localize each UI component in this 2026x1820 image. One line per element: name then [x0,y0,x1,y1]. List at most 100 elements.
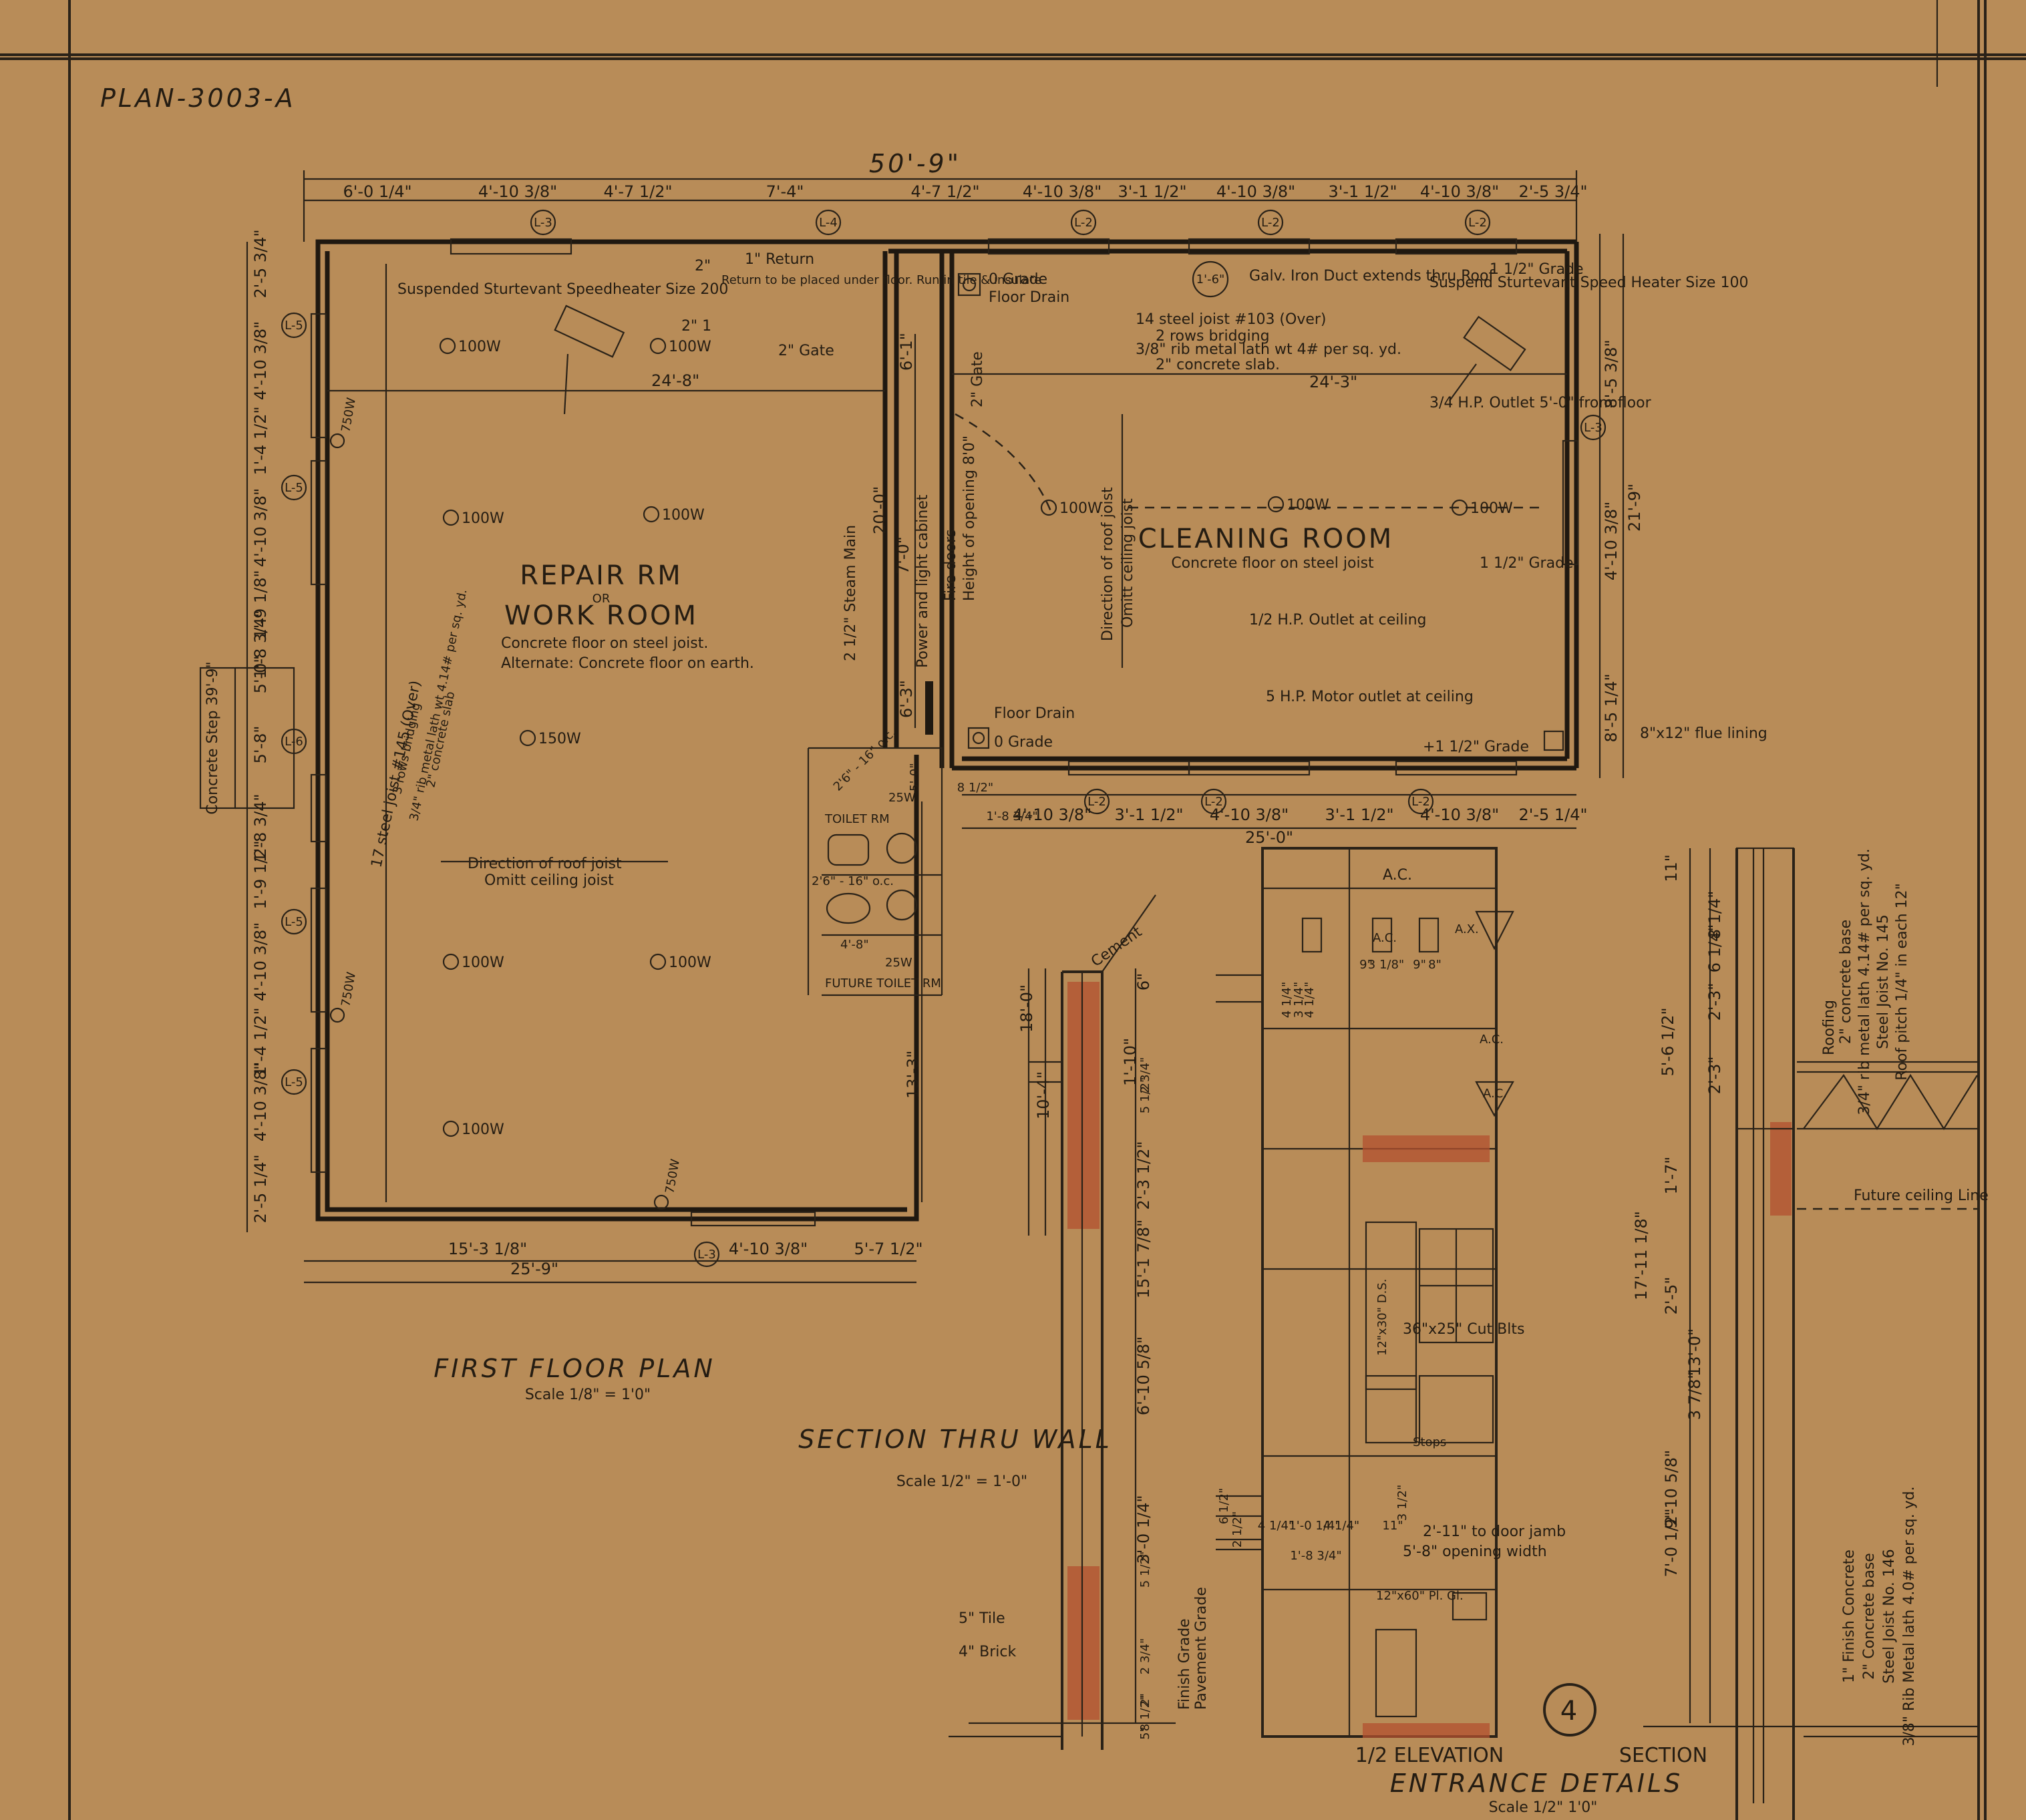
sill-dim: 6 1/2" [1217,1488,1231,1524]
cleaning-floor-drain: Floor Drain [989,289,1069,306]
svg-text:100W: 100W [462,954,504,971]
section-dim: 15'-1 7/8" [1134,1220,1153,1298]
floor-note: 3/8" Rib Metal lath 4.0# per sq. yd. [1901,1486,1918,1746]
window-tag: L-5 [281,474,307,501]
outlet-1-2hp: 1/2 H.P. Outlet at ceiling [1249,612,1427,628]
svg-text:100W: 100W [1470,500,1513,517]
floor-note: Steel Joist No. 146 [1881,1549,1898,1683]
left-dim: 4'-10 3/8" [251,321,270,400]
ceiling-light-icon: 100W [442,1120,504,1138]
ceiling-light-icon: 100W [439,337,501,355]
steam-main: 2 1/2" Steam Main [842,525,859,661]
svg-text:L-5: L-5 [285,319,303,333]
section-dim: 5 1/2" [1138,1077,1152,1113]
svg-text:750W: 750W [663,1158,683,1195]
bottom-dim: 4'-10 3/8" [729,1240,808,1258]
elevation-drawing [1216,847,1514,1738]
svg-text:L-3: L-3 [697,1248,716,1262]
left-dim: 1'-8 3/4" [251,610,270,679]
repair-room-or: OR [593,592,611,606]
wall-light-icon: 750W [653,1158,683,1210]
section-wall-left-dims: 18'-0"10'-4" [1017,984,1053,1119]
sill-dim: 2 1/2" [1230,1511,1244,1548]
cleaning-overall-dim: 25'-0" [1245,828,1293,847]
svg-text:1'-6": 1'-6" [1196,272,1225,287]
toilet-fixtures [826,832,918,924]
floor-plan-walls [199,238,1579,1227]
svg-text:L-5: L-5 [285,915,303,929]
cleaning-grade-right: 1 1/2" Grade [1480,555,1574,572]
repair-room-note1: Concrete floor on steel joist. [501,635,708,652]
motor-outlet: 5 H.P. Motor outlet at ceiling [1266,689,1474,705]
floor-note: 2" Concrete base [1861,1553,1878,1680]
repair-2in-note: 2" 1 [681,318,711,335]
sill-dim: 4 1/4" [1258,1519,1294,1533]
cleaning-dim: 4'-10 3/8" [1420,805,1499,824]
window-tag-bottom: L-3 [693,1241,720,1268]
window-tag: L-4 [815,209,842,236]
cleaning-dim: 3'-1 1/2" [1114,805,1183,824]
section-dim: 8 1/4" [1705,891,1724,940]
svg-text:L-5: L-5 [285,1075,303,1089]
svg-text:150W: 150W [538,731,581,747]
section-dim: 9'-10 5/8" [1662,1450,1681,1529]
floor-drain-icon [967,727,990,749]
sill-dim: 1'-0 1/4" [1289,1519,1340,1533]
elevation-ac-2: A.C. [1480,1033,1504,1047]
cleaning-grade-bottom: +1 1/2" Grade [1423,739,1529,755]
repair-gate: 2" Gate [778,343,834,359]
elevation-dim: 9" [1359,958,1373,972]
top-dim: 4'-10 3/8" [1420,182,1499,201]
cleaning-lath: 3/8" rib metal lath wt 4# per sq. yd. [1136,341,1401,358]
dim-6-1: 6'-1" [897,333,916,371]
left-dim: 5'-0" [251,656,270,694]
cleaning-dim: 2'-5 1/4" [1518,805,1587,824]
section-dim: 2'-3 1/2" [1134,1141,1153,1210]
section-dim: 17'-11 1/8" [1632,1211,1651,1300]
window-tag: L-5 [281,908,307,935]
right-dim: 8'-5 1/4" [1602,673,1621,742]
outlet-3-4hp: 3/4 H.P. Outlet 5'-0" from floor [1429,395,1652,411]
sheet-number-badge: 4 [1543,1683,1596,1737]
svg-text:100W: 100W [669,954,711,971]
window-tag: L-2 [1200,788,1227,815]
window-tag: L-2 [1464,209,1491,236]
section-wall-title: SECTION THRU WALL [798,1425,1112,1454]
window-tag-right: L-3 [1580,414,1607,441]
sill-dim: 4 1/4" [1323,1519,1359,1533]
cleaning-span: 24'-3" [1309,373,1357,391]
ceiling-light-icon: 100W [442,509,504,527]
bottom-dim: 5'-7 1/2" [854,1240,922,1258]
pavement-grade: Pavement Grade [1193,1587,1210,1710]
roof-note: Roof pitch 1/4" in each 12" [1894,883,1910,1080]
section-dim: 2" [1138,1693,1152,1706]
plate-glass-note: 12"x60" Pl. Gl. [1376,1589,1464,1603]
top-dim: 2'-5 3/4" [1518,182,1587,201]
cleaning-room-note: Concrete floor on steel joist [1171,555,1374,572]
transom-note: 36"x25" Cut Blts [1403,1321,1524,1338]
left-dim: 4'-10 3/8" [251,488,270,567]
dim-6-3: 6'-3" [897,680,916,718]
right-dim: 8'-5 3/8" [1602,339,1621,408]
stops-note: Stops [1413,1435,1446,1449]
wall-light-icon: 750W [329,971,359,1023]
section-wall-right-dims: 6"1'-10"2 3/4"5 1/2"2'-3 1/2"15'-1 7/8"6… [1121,973,1153,1740]
elevation-ac-1: A.C. [1373,931,1397,945]
svg-text:100W: 100W [1059,500,1102,517]
future-toilet-room: FUTURE TOILET RM [825,976,941,990]
ceiling-light-icon: 100W [1267,496,1329,514]
svg-text:100W: 100W [662,507,705,524]
return-detail: Return to be placed under floor. Run in … [721,273,1041,287]
ceiling-light-icon: 100W [649,953,711,971]
cleaning-gate: 2" Gate [969,351,986,407]
svg-text:L-2: L-2 [1261,216,1280,230]
window-tag: L-5 [281,312,307,339]
window-tag: L-6 [281,728,307,755]
section-tile: 5" Tile [959,1610,1005,1627]
sill-dim: 11" [1382,1519,1403,1533]
section-dim: 2'-3" [1705,1057,1724,1095]
elevation-ac-3: A.C. [1483,1087,1507,1101]
section-dim: 7'-0 1/2" [1662,1508,1681,1577]
